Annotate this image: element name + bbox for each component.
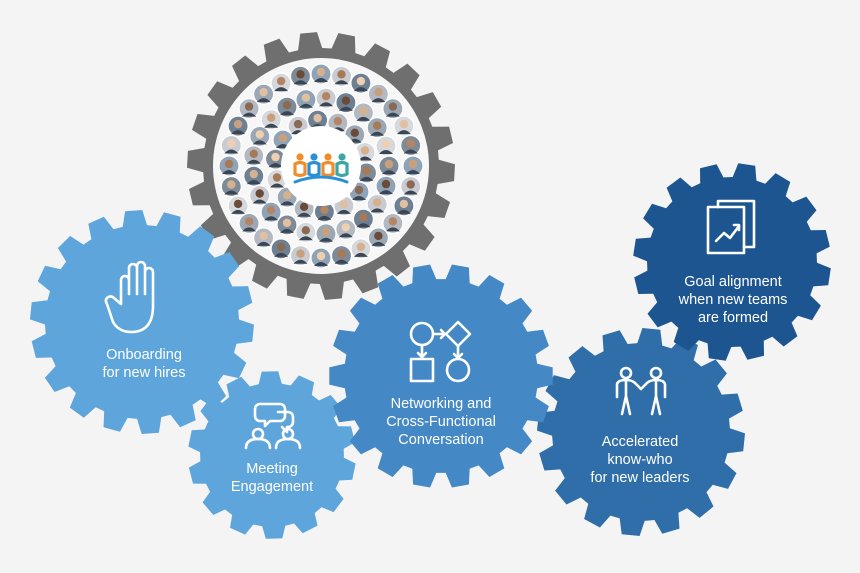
gear-label-line: Networking and xyxy=(391,396,492,412)
employee-photo xyxy=(310,63,332,85)
gear-label-line: Engagement xyxy=(231,479,313,495)
gear-onboarding xyxy=(30,210,254,434)
employee-photo xyxy=(227,115,249,137)
gear-label-line: Goal alignment xyxy=(684,274,782,290)
employee-photo xyxy=(378,155,400,177)
employee-photo xyxy=(295,221,317,243)
chat-people-icon xyxy=(244,402,302,450)
employee-photo xyxy=(220,134,242,157)
employee-photo xyxy=(253,227,275,249)
flowchart-icon xyxy=(409,320,472,383)
employee-photo xyxy=(276,96,298,118)
gear-label-networking: Networking and Cross-Functional Conversa… xyxy=(386,396,496,448)
employee-photo xyxy=(276,214,298,236)
gear-label-line: know-who xyxy=(607,452,672,468)
employee-photo xyxy=(350,238,372,260)
employee-photo-collage xyxy=(218,63,424,269)
employee-photo xyxy=(238,212,260,234)
employee-photo xyxy=(330,65,353,87)
logo-person-3 xyxy=(321,153,335,178)
employee-photo xyxy=(355,162,378,184)
gear-label-line: Onboarding xyxy=(106,347,182,363)
employee-photo xyxy=(366,193,388,215)
employee-photo xyxy=(310,247,332,269)
employee-photo xyxy=(260,109,282,131)
employee-photo xyxy=(382,97,404,120)
employee-photo xyxy=(249,125,271,147)
employee-photo xyxy=(393,195,415,217)
gear-label-line: for new hires xyxy=(102,365,185,381)
employee-photo xyxy=(315,223,337,245)
employee-photo xyxy=(238,97,260,120)
gear-label-goal: Goal alignment when new teams are formed xyxy=(678,274,788,326)
employee-photo xyxy=(289,65,312,87)
hand-icon xyxy=(104,260,155,334)
employee-photo xyxy=(402,155,424,177)
gear-label-line: when new teams xyxy=(678,292,788,308)
employee-photo xyxy=(253,83,275,105)
gear-networking xyxy=(329,264,553,488)
employee-photo xyxy=(352,208,374,230)
employee-photo xyxy=(260,201,282,223)
employee-photo xyxy=(367,227,389,249)
employee-photo xyxy=(270,238,292,260)
employee-photo xyxy=(400,175,422,198)
logo-person-1 xyxy=(293,153,307,178)
employee-photo xyxy=(335,218,357,240)
employee-photo xyxy=(375,135,397,157)
employee-photo xyxy=(375,175,397,197)
employee-photo xyxy=(366,117,388,139)
employee-photo xyxy=(289,245,312,267)
logo-arc xyxy=(293,175,349,184)
gear-label-line: are formed xyxy=(698,310,768,326)
gear-knowwho xyxy=(537,328,745,536)
employee-photo xyxy=(243,145,265,167)
gear-label-line: Cross-Functional xyxy=(386,414,496,430)
employee-photo xyxy=(270,72,292,94)
employee-photo xyxy=(295,89,317,111)
employee-photo xyxy=(330,245,353,267)
employee-photo xyxy=(220,175,242,198)
employee-photo xyxy=(352,102,374,124)
gear-label-knowwho: Accelerated know-who for new leaders xyxy=(590,434,689,486)
employee-photo xyxy=(264,148,287,170)
employee-photo xyxy=(350,72,372,94)
gear-label-line: for new leaders xyxy=(590,470,689,486)
gear-label-onboarding: Onboarding for new hires xyxy=(102,347,185,381)
gear-label-line: Meeting xyxy=(246,461,298,477)
employee-photo xyxy=(335,92,357,114)
employee-photo xyxy=(249,184,271,207)
logo-person-4 xyxy=(335,153,349,178)
employee-photo xyxy=(382,212,404,234)
employee-photo xyxy=(243,165,265,187)
gear-goal xyxy=(633,163,831,361)
handshake-icon xyxy=(615,366,667,416)
gear-label-meeting: Meeting Engagement xyxy=(231,461,313,495)
employee-photo xyxy=(393,115,415,137)
logo-backdrop xyxy=(281,126,361,206)
logo-person-2 xyxy=(307,153,321,178)
people-network-logo xyxy=(293,153,349,184)
growth-chart-icon xyxy=(706,199,756,255)
employee-photo xyxy=(227,195,249,217)
gear-label-line: Conversation xyxy=(398,432,483,448)
employee-photo xyxy=(315,87,337,109)
hub-gear-content xyxy=(213,58,429,274)
employee-photo xyxy=(218,155,240,177)
employee-photo xyxy=(400,134,422,157)
employee-photo xyxy=(367,83,389,105)
gear-meeting xyxy=(188,371,356,539)
gear-label-line: Accelerated xyxy=(602,434,679,450)
